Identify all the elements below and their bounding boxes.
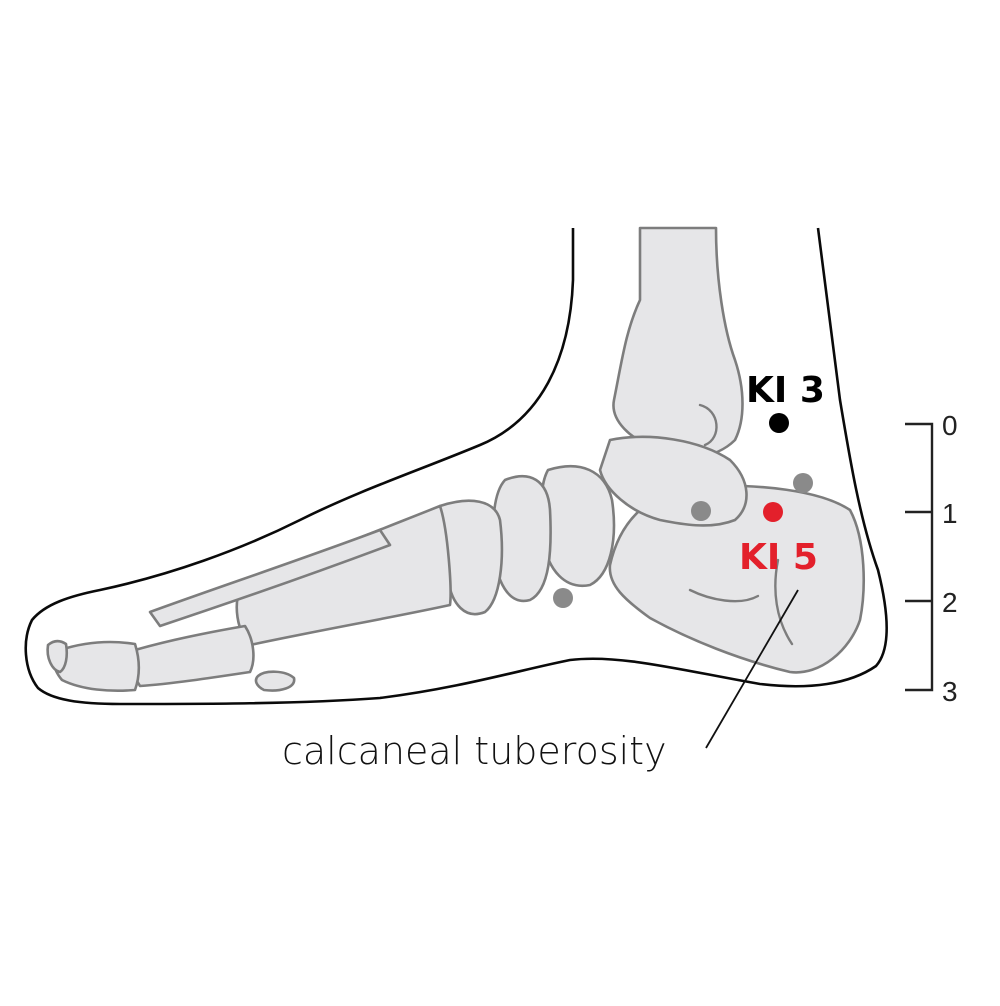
neighbor-point-heel [793,473,813,493]
talus-bone [598,435,748,527]
ki5-label: KI 5 [739,537,818,578]
scale-tick-1: 1 [942,498,958,529]
toe-tip-bone [46,639,69,674]
navicular-bone [539,465,616,588]
neighbor-point-navicular [553,588,573,608]
scale-tick-2: 2 [942,587,958,618]
metatarsal-2 [148,528,392,628]
neighbor-point-medial [691,501,711,521]
scale-bracket: 0 1 2 3 [905,410,958,707]
tibia-detail [698,403,718,447]
scale-tick-3: 3 [942,676,958,707]
ki5-point [763,502,783,522]
ki3-label: KI 3 [746,370,825,411]
sesamoid-bone [254,670,296,692]
scale-tick-0: 0 [942,410,958,441]
ki3-point [769,413,789,433]
annotation: calcaneal tuberosity [282,589,799,773]
foot-bones [46,226,865,692]
acupoints: KI 3 KI 5 [553,370,825,608]
calcaneus-detail-2 [774,558,794,646]
annotation-label: calcaneal tuberosity [282,729,667,773]
calcaneus-detail-1 [688,588,760,603]
annotation-leader-line [705,589,799,749]
